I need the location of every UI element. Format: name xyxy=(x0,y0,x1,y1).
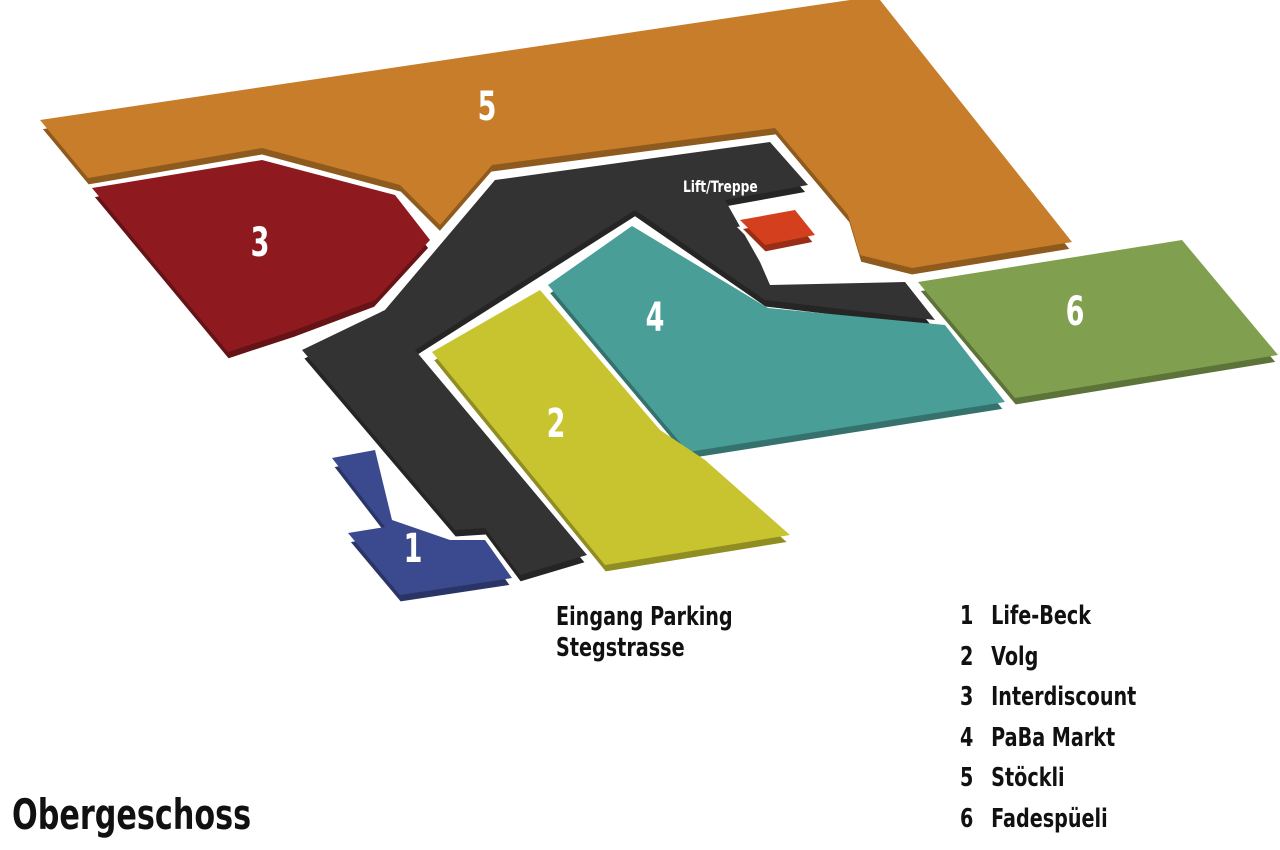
floor-title: Obergeschoss xyxy=(12,790,252,839)
legend-item: 5 Stöckli xyxy=(960,758,1136,799)
shop-6-area[interactable] xyxy=(915,240,1280,408)
shop-6-area-top[interactable] xyxy=(918,240,1278,398)
legend-number: 2 xyxy=(960,641,974,672)
legend-number: 4 xyxy=(960,722,974,753)
shop-4-area-top[interactable] xyxy=(548,226,1005,452)
shop-1-area[interactable] xyxy=(329,450,515,605)
legend-item: 4 PaBa Markt xyxy=(960,718,1136,759)
legend-item: 1 Life-Beck xyxy=(960,596,1136,637)
legend-number: 1 xyxy=(960,601,974,631)
legend-name: Fadespüeli xyxy=(991,803,1108,834)
legend-number: 5 xyxy=(960,763,974,793)
lift-stairs-area[interactable] xyxy=(736,210,818,255)
shop-3-area-top[interactable] xyxy=(92,160,430,352)
shop-5-area-top[interactable] xyxy=(40,0,1072,268)
shop-2-number[interactable]: 2 xyxy=(546,401,566,447)
legend: 1 Life-Beck 2 Volg 3 Interdiscount 4 PaBa Ma… xyxy=(960,596,1136,839)
shop-4-number[interactable]: 4 xyxy=(645,295,665,341)
legend-name: Volg xyxy=(991,641,1039,672)
shop-1-area-top[interactable] xyxy=(332,450,512,595)
shop-2-area[interactable] xyxy=(429,290,794,575)
shop-3-number[interactable]: 3 xyxy=(250,220,270,266)
legend-item: 6 Fadespüeli xyxy=(960,799,1136,840)
entrance-label: Eingang Parking Stegstrasse xyxy=(556,602,733,664)
shop-2-area-top[interactable] xyxy=(432,290,790,565)
legend-item: 3 Interdiscount xyxy=(960,677,1136,718)
shop-1-number[interactable]: 1 xyxy=(403,526,423,572)
shop-3-area[interactable] xyxy=(89,160,432,362)
legend-name: Stöckli xyxy=(991,763,1065,793)
corridor-area-top[interactable] xyxy=(302,142,935,575)
corridor-area[interactable] xyxy=(299,142,939,585)
lift-stairs-area-top[interactable] xyxy=(740,210,815,245)
entrance-line-2: Stegstrasse xyxy=(556,633,685,663)
legend-item: 2 Volg xyxy=(960,637,1136,678)
lift-stairs-label: Lift/Treppe xyxy=(683,177,758,196)
legend-number: 6 xyxy=(960,803,974,834)
legend-name: Life-Beck xyxy=(991,601,1092,631)
shop-5-number[interactable]: 5 xyxy=(477,84,497,130)
legend-name: Interdiscount xyxy=(991,682,1137,712)
shop-6-number[interactable]: 6 xyxy=(1065,289,1085,335)
shop-5-area[interactable] xyxy=(37,0,1075,278)
legend-name: PaBa Markt xyxy=(991,722,1116,753)
entrance-line-1: Eingang Parking xyxy=(556,602,733,632)
legend-number: 3 xyxy=(960,682,974,712)
